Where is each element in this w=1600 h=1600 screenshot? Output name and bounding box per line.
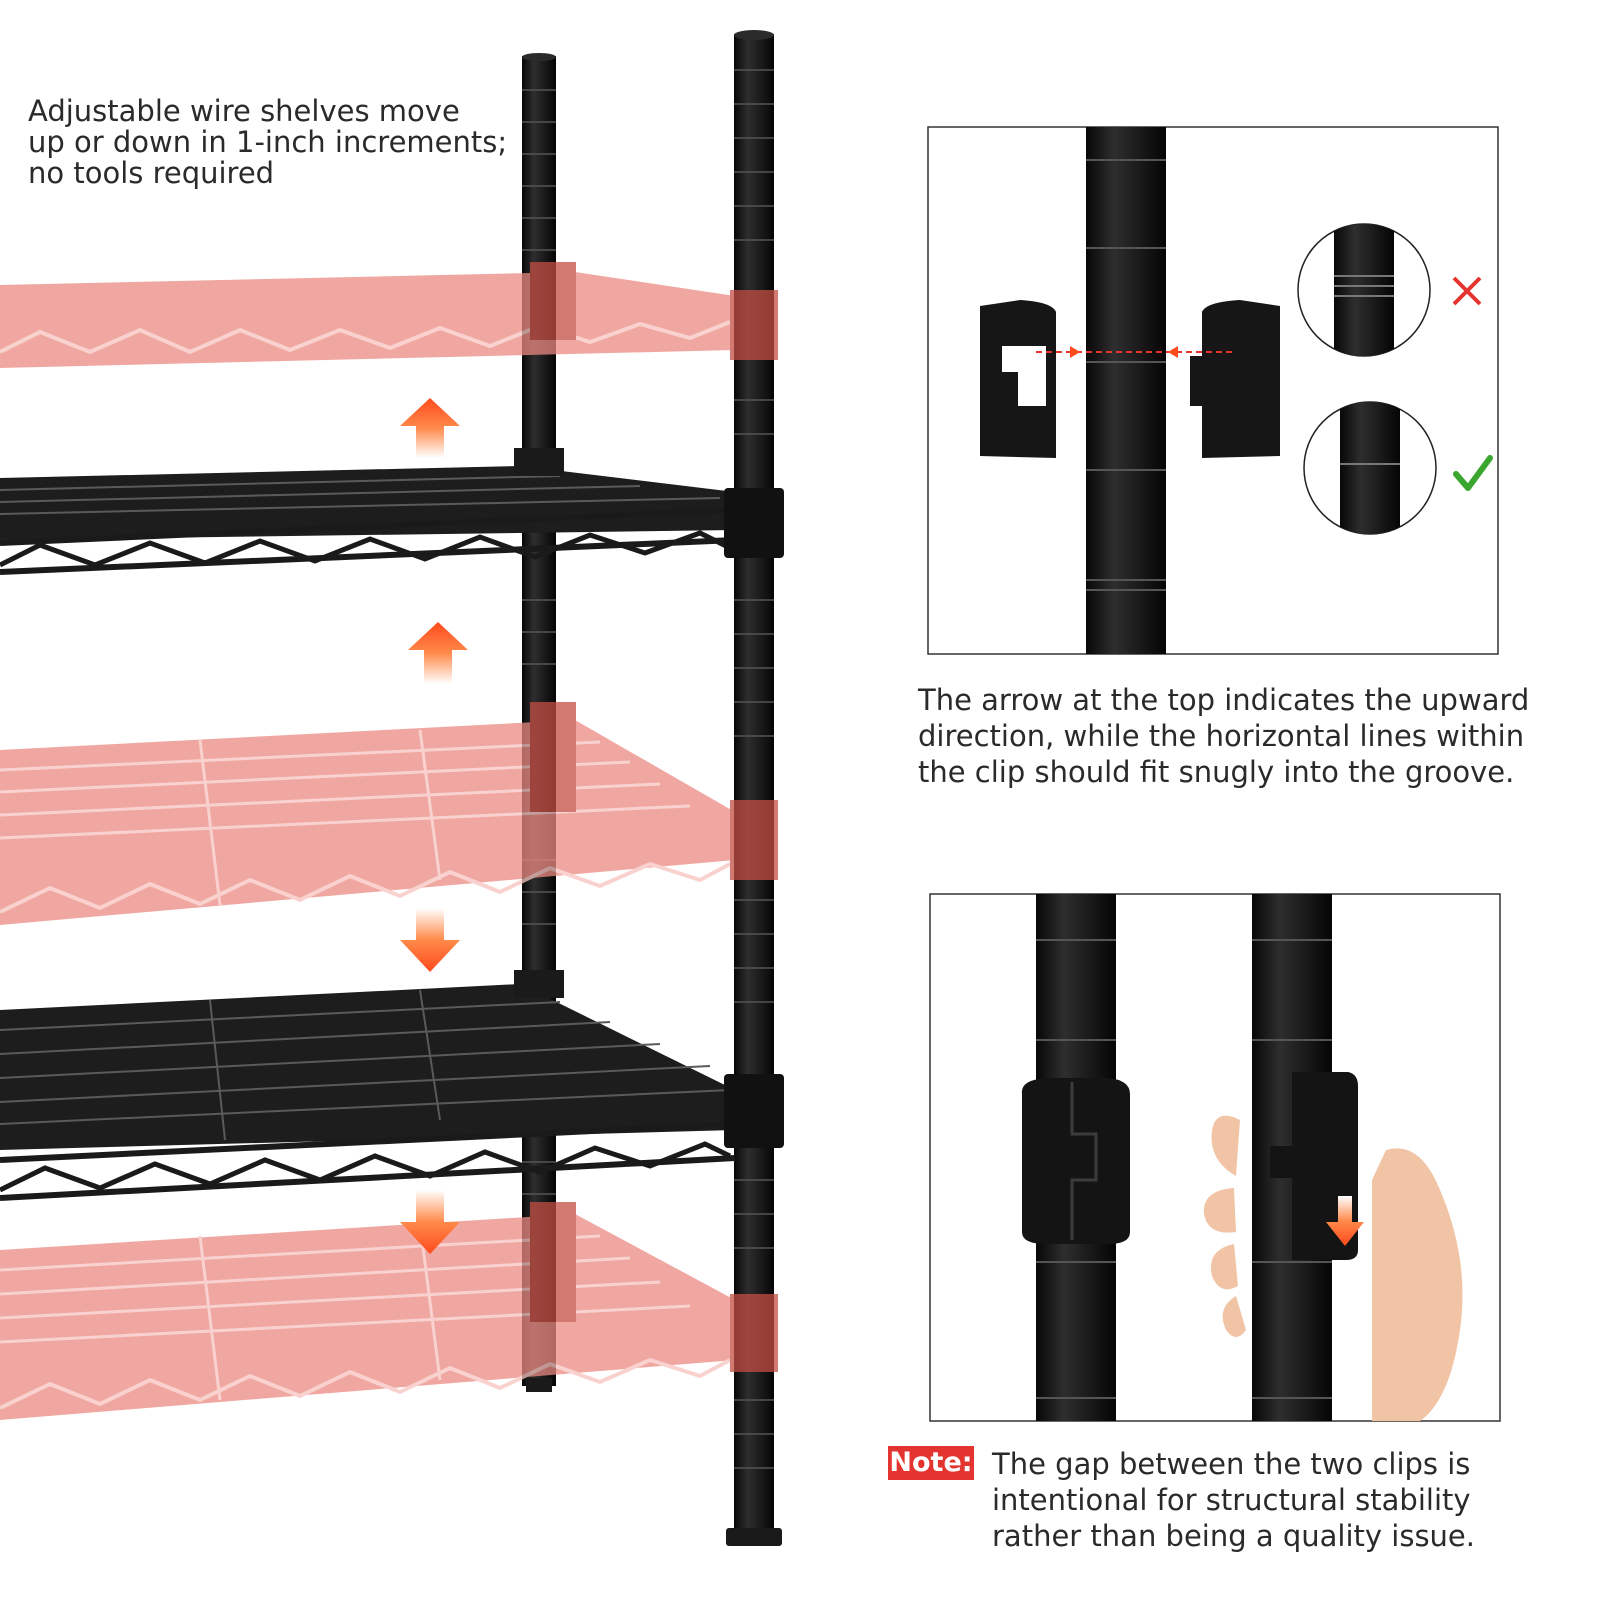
incorrect-fit-example (1297, 223, 1431, 357)
arrow-down-icon (1326, 1196, 1364, 1246)
cross-icon (1452, 276, 1482, 306)
clip-direction-caption: The arrow at the top indicates the upwar… (918, 682, 1598, 790)
note-line: rather than being a quality issue. (992, 1519, 1475, 1553)
headline-line: Adjustable wire shelves move (28, 94, 460, 128)
ghost-shelf-top (0, 262, 778, 368)
headline-line: up or down in 1-inch increments; (28, 125, 508, 159)
note-line: intentional for structural stability (992, 1483, 1471, 1517)
clip-gap-detail (929, 893, 1501, 1422)
note-text: The gap between the two clips is intenti… (992, 1446, 1572, 1554)
note-badge: Note: (888, 1446, 974, 1480)
arrow-up-icon (408, 622, 468, 684)
installed-clip-left (1021, 1078, 1130, 1244)
note-line: The gap between the two clips is (992, 1447, 1471, 1481)
ghost-shelf-middle (0, 702, 778, 925)
wire-shelf-upper (0, 448, 784, 575)
clip-half-left (980, 300, 1056, 458)
arrow-down-icon (400, 1190, 460, 1254)
clip-half-right (1190, 300, 1280, 458)
ghost-shelf-bottom (0, 1202, 778, 1420)
wire-shelf-lower (0, 970, 784, 1201)
installed-clip-right (1270, 1072, 1358, 1260)
caption-line: direction, while the horizontal lines wi… (918, 719, 1525, 753)
front-post (726, 30, 782, 1546)
correct-fit-example (1303, 401, 1437, 535)
headline-line: no tools required (28, 156, 275, 190)
headline-text: Adjustable wire shelves move up or down … (28, 96, 548, 189)
arrow-down-icon (400, 908, 460, 972)
caption-line: the clip should fit snugly into the groo… (918, 755, 1515, 789)
arrow-up-icon (400, 398, 460, 458)
clip-direction-detail (927, 126, 1499, 655)
check-icon (1453, 455, 1493, 491)
hand (1203, 1115, 1463, 1421)
shelving-unit (0, 30, 784, 1546)
caption-line: The arrow at the top indicates the upwar… (918, 683, 1530, 717)
